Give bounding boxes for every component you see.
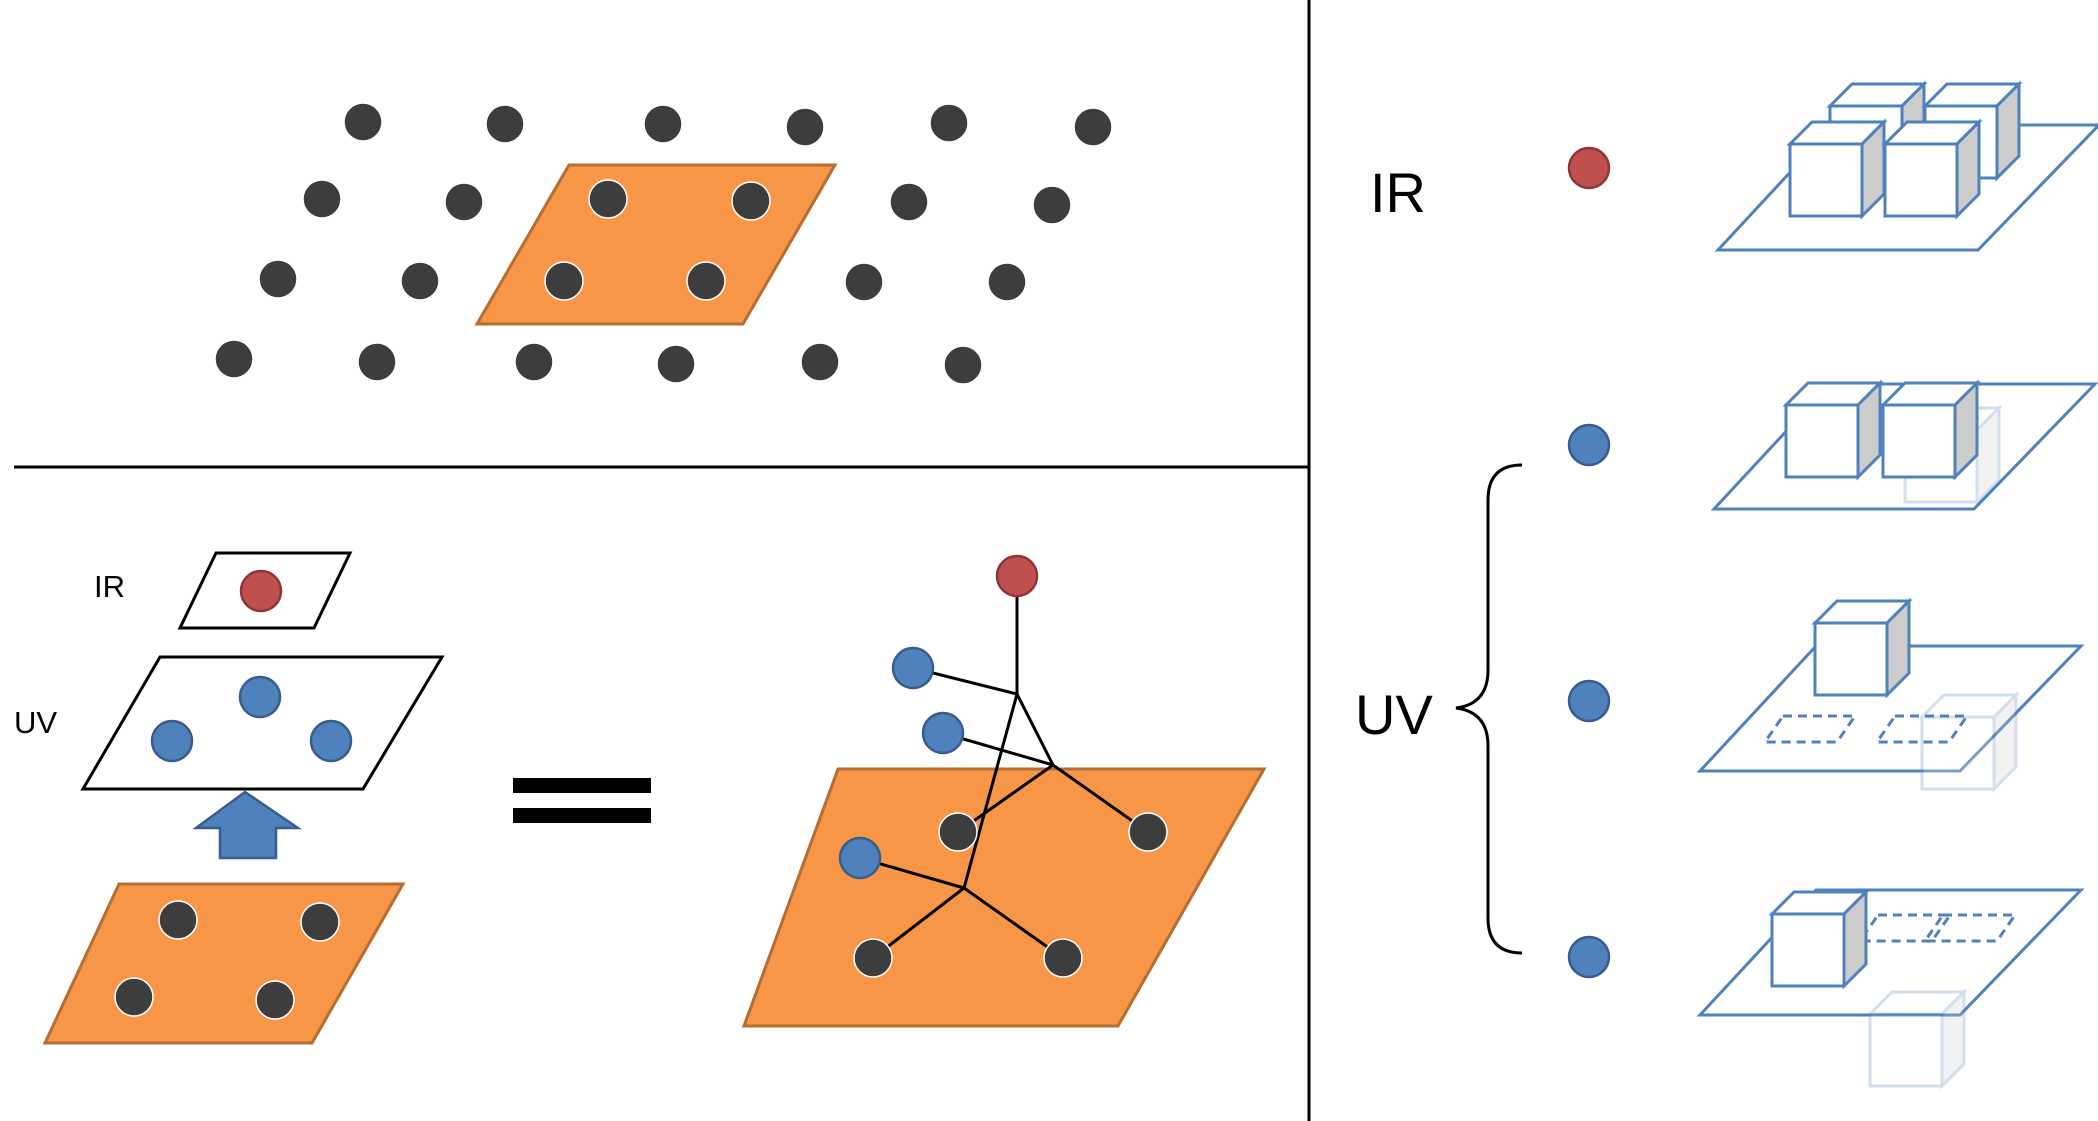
atom [588, 179, 628, 219]
unit-cell [42, 882, 406, 1045]
atom [686, 261, 726, 301]
tree-atom [853, 938, 893, 978]
tree-ir-node [995, 554, 1039, 598]
uv-dot [150, 719, 194, 763]
atom [544, 261, 584, 301]
atom [114, 977, 154, 1017]
cube [1768, 888, 1870, 990]
cube [1786, 118, 1888, 220]
cube [1879, 379, 1981, 481]
uv-scale-dot [1567, 423, 1611, 467]
uv-scale-dot [1567, 679, 1611, 723]
atom [214, 339, 254, 379]
uv-small-label: UV [14, 705, 57, 740]
tree-uv-node [838, 836, 882, 880]
ir-small-label: IR [94, 569, 125, 604]
atom [1073, 107, 1113, 147]
ir-scale-dot [1567, 146, 1611, 190]
plane [1696, 644, 2085, 773]
tree-uv-node [891, 646, 935, 690]
atom [400, 261, 440, 301]
atom [1032, 185, 1072, 225]
cube [1811, 597, 1913, 699]
atom [444, 182, 484, 222]
lattice-panel [214, 102, 1113, 385]
atom [929, 103, 969, 143]
uv-large-label: UV [1355, 683, 1433, 746]
curly-brace-icon [1455, 463, 1523, 955]
atom [514, 342, 554, 382]
atom [158, 900, 198, 940]
vacancy [1922, 913, 2018, 943]
tree-uv-node [921, 711, 965, 755]
uv-dot [238, 675, 282, 719]
tree-atom [1128, 812, 1168, 852]
atom [987, 262, 1027, 302]
ir-large-label: IR [1370, 161, 1426, 224]
atom [643, 104, 683, 144]
atom [357, 342, 397, 382]
cube [1866, 988, 1968, 1090]
unit-cell [741, 767, 1267, 1028]
cube [1918, 691, 2020, 793]
uv-dot [309, 719, 353, 763]
atom [731, 181, 771, 221]
uv-scale-dot [1567, 935, 1611, 979]
vacancy [1874, 714, 1970, 744]
unit-cell [474, 163, 838, 326]
atom [485, 104, 525, 144]
equals-sign-icon [513, 778, 651, 823]
scale-panel: IR UV [1355, 80, 2098, 1090]
tree-atom [1043, 938, 1083, 978]
coarse-graining-panel: IR UV [14, 551, 1267, 1045]
atom [844, 262, 884, 302]
tree-atom [938, 812, 978, 852]
atom [800, 342, 840, 382]
atom [343, 102, 383, 142]
up-arrow-icon [192, 790, 303, 860]
atom [943, 345, 983, 385]
cube [1881, 118, 1983, 220]
atom [302, 179, 342, 219]
atom [656, 344, 696, 384]
atom [785, 107, 825, 147]
atom [255, 980, 295, 1020]
atom [258, 259, 298, 299]
ir-dot [239, 569, 283, 613]
lattice-atoms [214, 102, 1113, 385]
atom [300, 902, 340, 942]
cube-stacks [1696, 80, 2098, 1090]
cube [1782, 379, 1884, 481]
vacancy [1762, 714, 1858, 744]
atom [889, 182, 929, 222]
